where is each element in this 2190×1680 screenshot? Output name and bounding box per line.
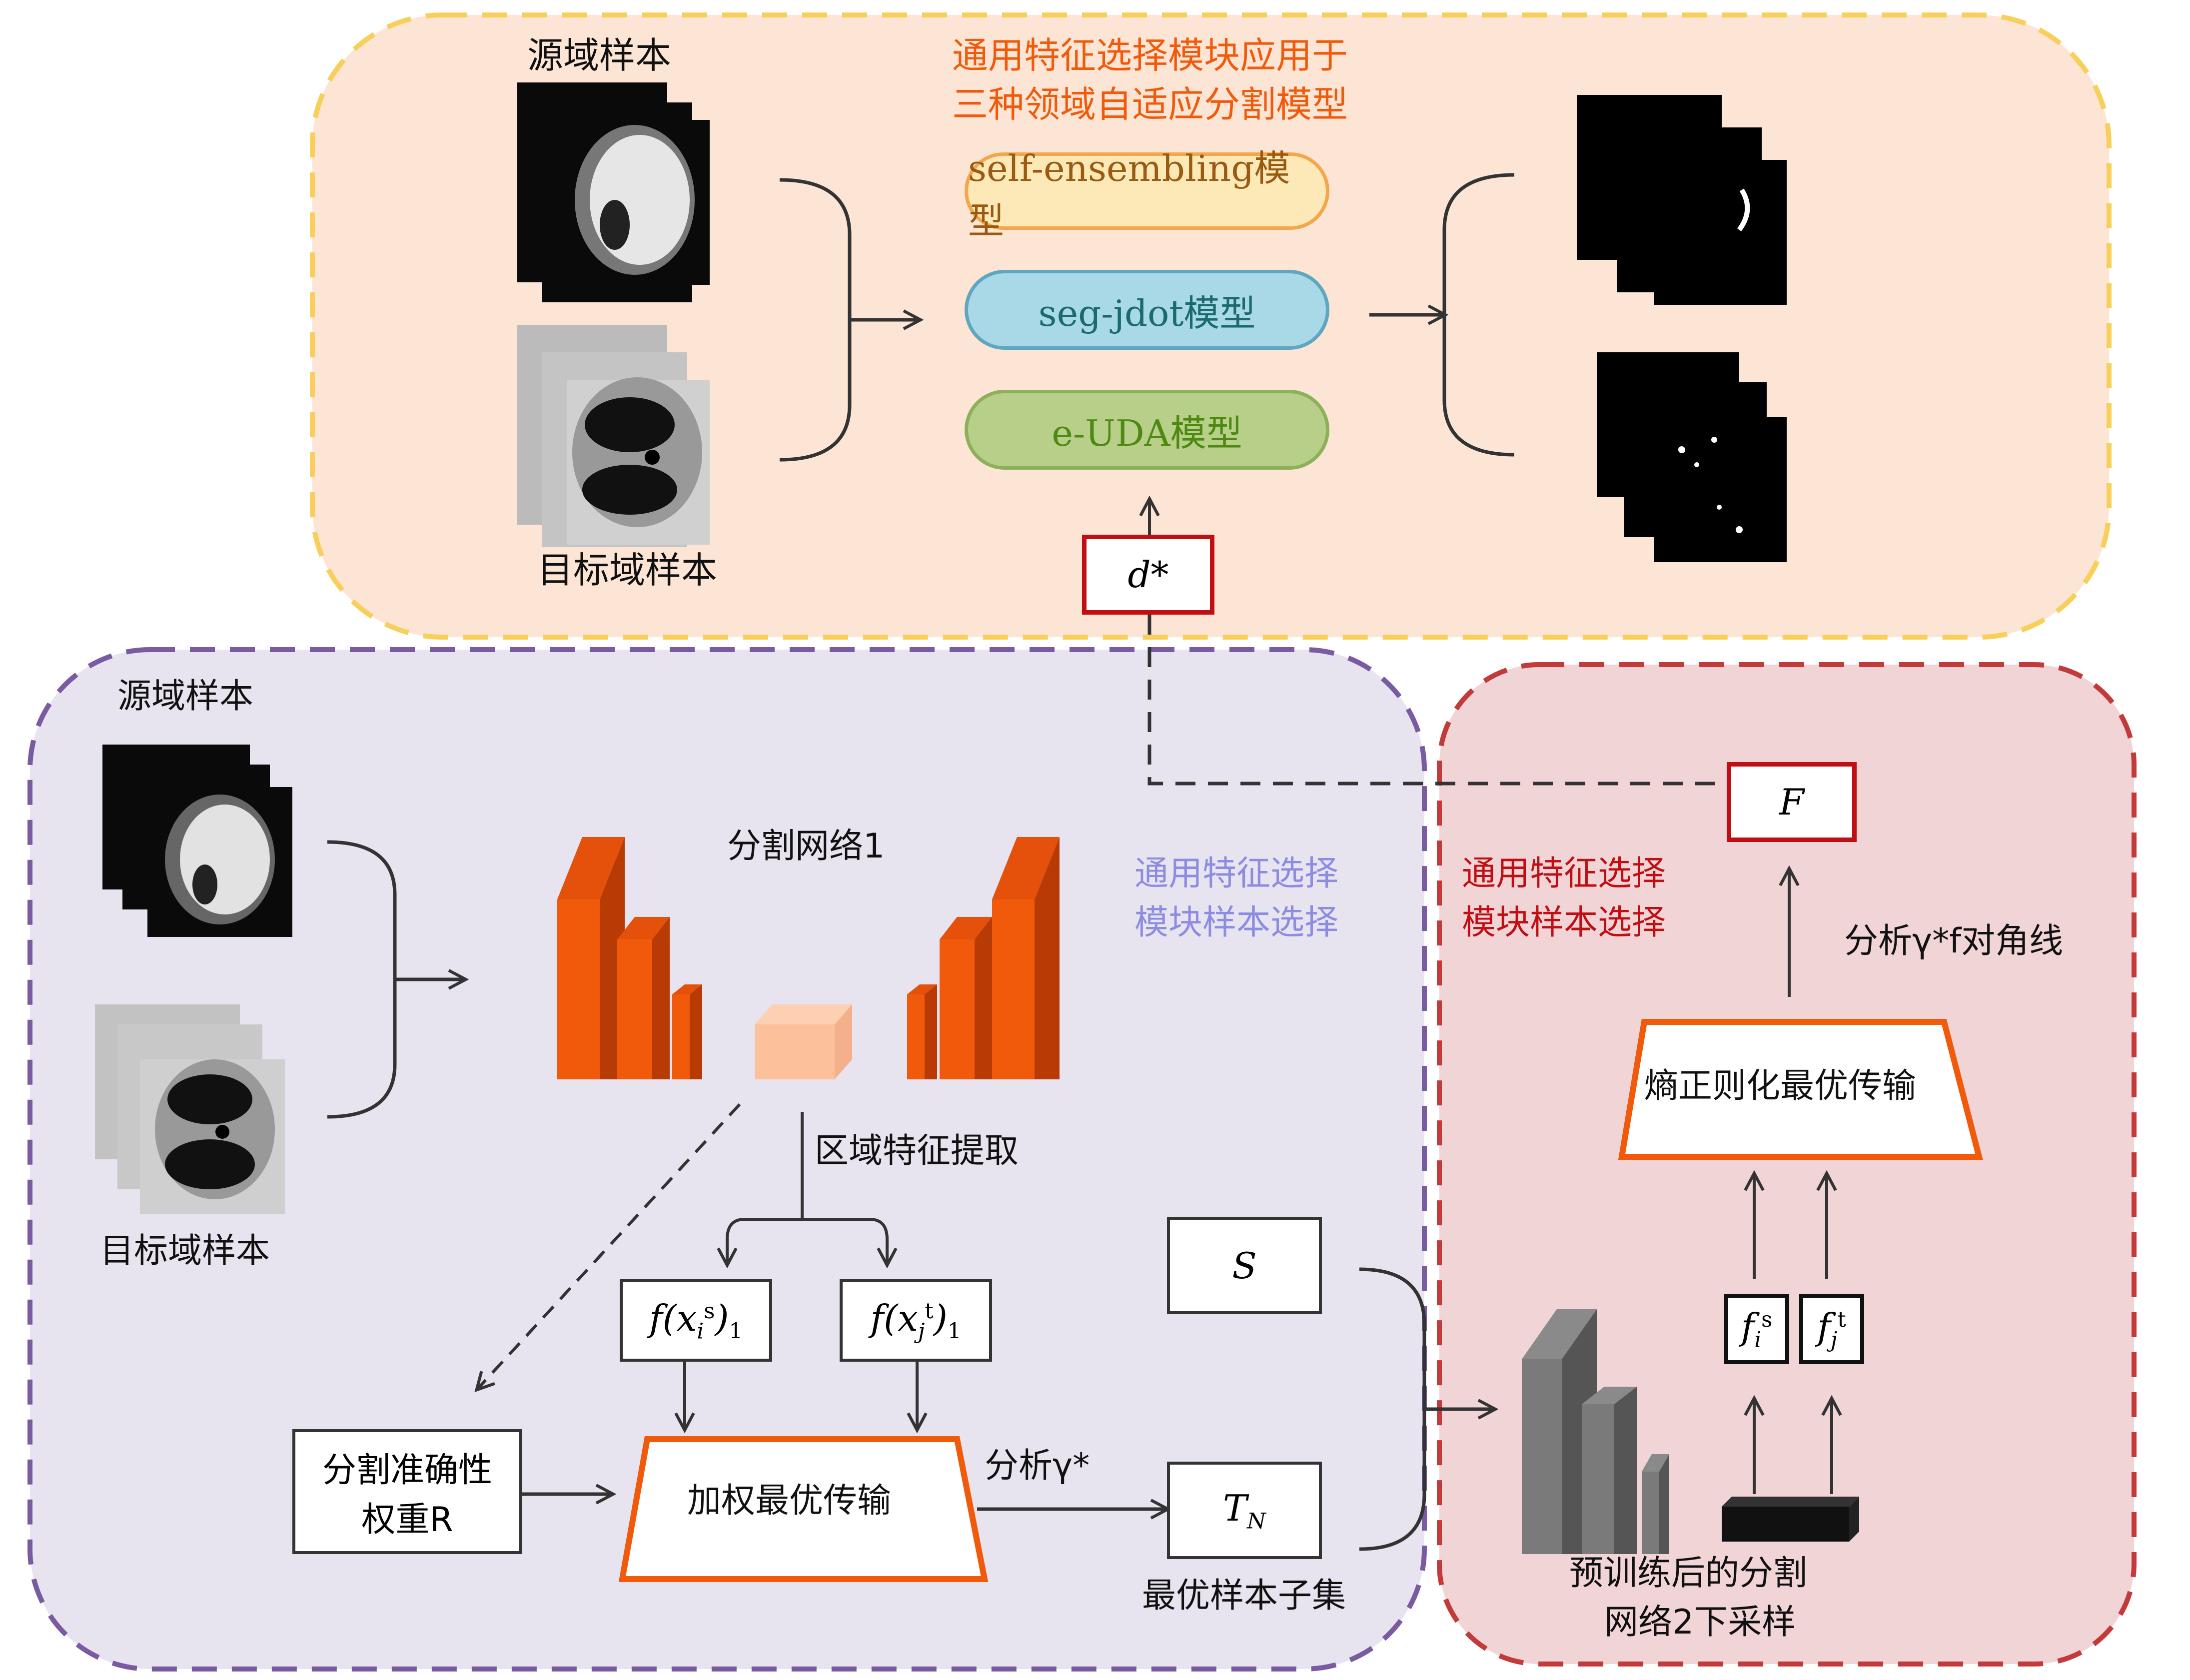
network2-label-line1: 预训练后的分割: [1569, 1554, 1808, 1593]
top-source-label: 源域样本: [527, 34, 672, 76]
right-module-label-line2: 模块样本选择: [1462, 903, 1666, 942]
left-target-ct-images: [95, 1004, 285, 1214]
f-box: F: [1727, 762, 1857, 842]
segmentation-network-2: [1522, 1309, 1859, 1554]
fs-box: fis: [1724, 1294, 1789, 1364]
segmentation-network-1: [557, 837, 1060, 1079]
output-mask-images-1: [1577, 95, 1787, 305]
right-module-label-line1: 通用特征选择: [1462, 854, 1666, 893]
left-module-label-line2: 模块样本选择: [1134, 903, 1339, 942]
top-target-label: 目标域样本: [537, 549, 718, 591]
network1-label: 分割网络1: [727, 827, 885, 866]
feature-target-box: f(xjt)1: [840, 1279, 992, 1362]
feature-source-box: f(xis)1: [620, 1279, 772, 1362]
top-output-bracket: [1442, 173, 1515, 457]
weight-box-line1: 分割准确性: [322, 1451, 492, 1490]
weight-box: 分割准确性 权重R: [292, 1429, 522, 1554]
top-source-ct-images: [517, 82, 710, 302]
subset-label: 最优样本子集: [1142, 1576, 1346, 1616]
fs-formula: fis: [1741, 1306, 1773, 1353]
s-box: S: [1167, 1217, 1322, 1314]
left-target-label: 目标域样本: [100, 1231, 270, 1271]
feature-source-formula: f(xis)1: [649, 1297, 743, 1344]
left-module-label-line1: 通用特征选择: [1134, 854, 1339, 893]
tn-formula: TN: [1223, 1487, 1266, 1534]
analyze-gamma-label: 分析γ*: [985, 1446, 1090, 1486]
top-target-ct-images: [517, 325, 710, 547]
weight-box-line2: 权重R: [361, 1500, 453, 1540]
feature-branch-right: [802, 1218, 887, 1264]
dashed-arrow-to-weight: [477, 1103, 741, 1389]
entropic-ot-label: 熵正则化最优传输: [1644, 1066, 1917, 1106]
d-star-box: d*: [1082, 535, 1214, 615]
feature-target-formula: f(xjt)1: [870, 1297, 962, 1344]
weighted-ot-label: 加权最优传输: [687, 1481, 892, 1521]
left-panel: [27, 647, 1427, 1672]
region-feature-label: 区域特征提取: [815, 1131, 1019, 1171]
right-analyze-label: 分析γ*f对角线: [1844, 921, 2064, 961]
weighted-ot-shape: [618, 1436, 989, 1582]
ft-box: fjt: [1799, 1294, 1864, 1364]
model-self-ensembling[interactable]: self-ensembling模型: [965, 147, 1329, 242]
top-title-line2: 三种领域自适应分割模型: [952, 83, 1348, 125]
ft-formula: fjt: [1817, 1306, 1846, 1353]
model-e-uda[interactable]: e-UDA模型: [965, 390, 1329, 470]
feature-branch-left: [727, 1218, 802, 1264]
entropic-ot-shape: [1618, 1019, 1983, 1160]
model-seg-jdot[interactable]: seg-jdot模型: [965, 270, 1329, 350]
left-source-ct-images: [102, 745, 292, 937]
tn-box: TN: [1167, 1462, 1322, 1559]
dashed-link-f-to-dstar: [1147, 615, 1727, 786]
network2-label-line2: 网络2下采样: [1604, 1603, 1796, 1642]
left-source-label: 源域样本: [117, 677, 254, 716]
top-title-line1: 通用特征选择模块应用于: [952, 34, 1348, 76]
output-mask-images-2: [1597, 352, 1787, 562]
